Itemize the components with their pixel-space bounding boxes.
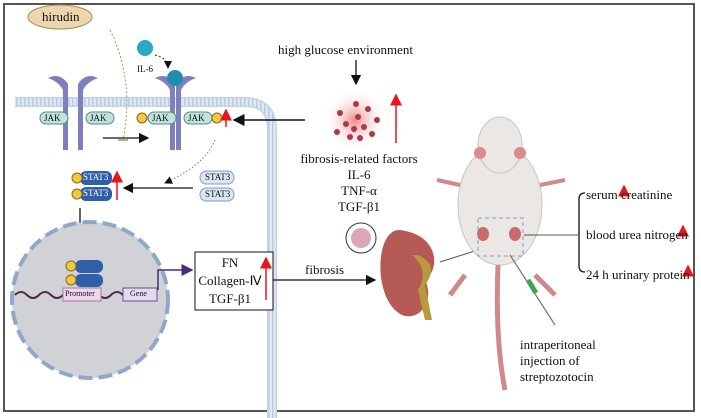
injection-line: injection of (520, 353, 580, 368)
receptor-active (155, 76, 196, 150)
factor-item: TNF-α (341, 183, 377, 198)
marker-bracket (578, 192, 586, 273)
stat3-inactive-label-2: STAT3 (205, 189, 231, 199)
fibrosis-label: fibrosis (305, 262, 344, 277)
factor-item: TGF-β1 (337, 199, 380, 214)
stat3-active-label-1: STAT3 (83, 172, 109, 182)
marker-item: serum creatinine (586, 187, 673, 202)
il6-binding-arrow (154, 54, 172, 69)
marker-item: 24 h urinary protein (586, 267, 690, 282)
promoter-label: Promoter (65, 289, 95, 298)
jak-label-1: JAK (44, 113, 61, 123)
gene-label: Gene (130, 289, 147, 298)
il6-label: IL-6 (137, 64, 153, 74)
factors-list: fibrosis-related factors IL-6 TNF-α TGF-… (290, 151, 428, 215)
stat3-nuclear (65, 260, 103, 287)
il6-bound-icon (167, 70, 183, 86)
promoter-box (62, 287, 102, 302)
jak-group (39, 111, 223, 125)
injection-line: streptozotocin (520, 369, 594, 384)
jak-label-3: JAK (152, 113, 169, 123)
marker-item: blood urea nitrogen (586, 227, 688, 242)
stat3-dimer (71, 171, 112, 201)
stat3-inactive (199, 170, 235, 202)
hirudin-label: hirudin (42, 9, 80, 24)
factors-title: fibrosis-related factors (300, 151, 418, 166)
cell-membrane (15, 97, 277, 418)
hirudin-ellipse (27, 4, 93, 30)
jak-label-4: JAK (188, 113, 205, 123)
target-gene: FN (221, 255, 239, 270)
il6-free-icon (137, 40, 153, 56)
stimulus-label: high glucose environment (278, 42, 414, 57)
hirudin-inhibit-line (109, 29, 128, 141)
jak-label-2: JAK (90, 113, 107, 123)
injection-note: intraperitoneal injection of streptozoto… (520, 337, 596, 385)
target-gene: TGF-β1 (208, 291, 251, 306)
target-gene: Collagen-Ⅳ (198, 273, 262, 288)
factor-dots (334, 101, 380, 141)
stat3-inactive-label-1: STAT3 (205, 172, 231, 182)
factor-item: IL-6 (347, 167, 371, 182)
target-gene-list: FN Collagen-Ⅳ TGF-β1 (197, 254, 263, 308)
kidney-icon (380, 229, 435, 320)
receptor-inactive (48, 76, 98, 150)
stat3-active-label-2: STAT3 (83, 188, 109, 198)
injection-line: intraperitoneal (520, 337, 596, 352)
gene-box (122, 287, 158, 302)
rat-illustration (436, 116, 566, 391)
